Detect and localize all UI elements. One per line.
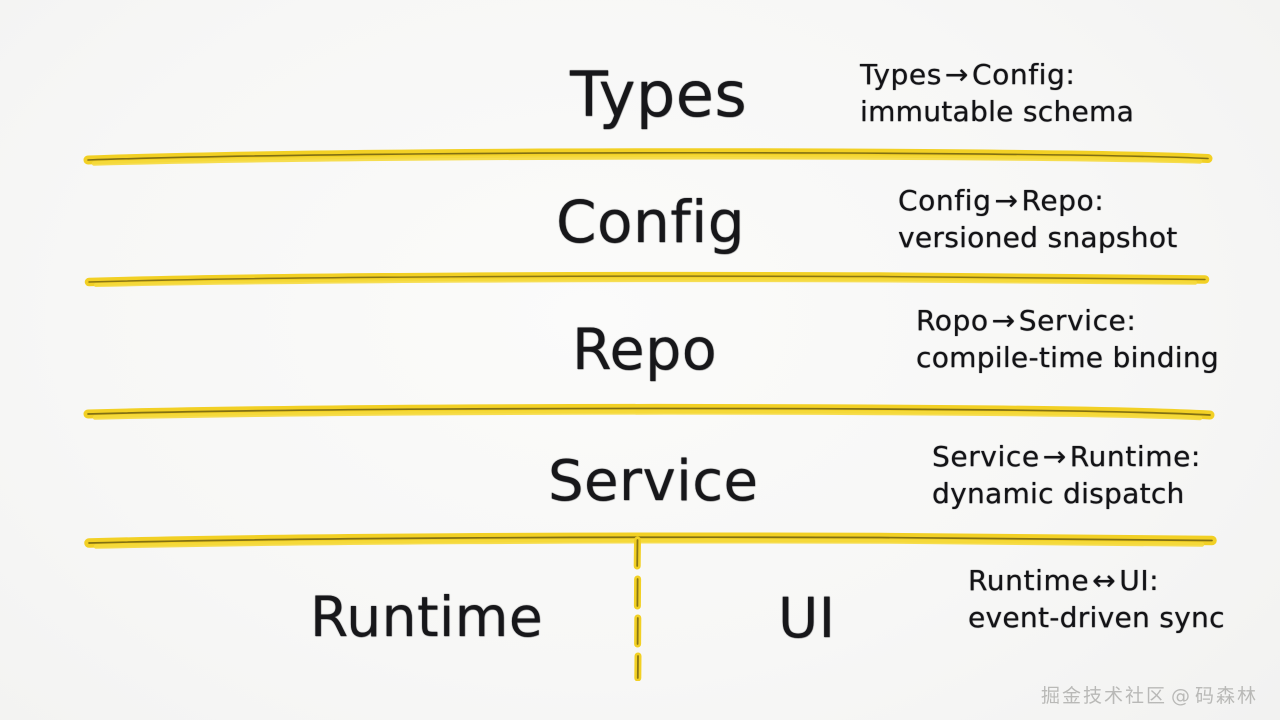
arrow-right-icon: →: [991, 304, 1016, 337]
divider-line-1: [80, 140, 1220, 170]
arrow-right-icon: →: [1042, 440, 1067, 473]
note-from-label: Ropo: [916, 304, 989, 337]
note-to-label: Config:: [971, 58, 1076, 91]
runtime-ui-divider: [625, 536, 651, 681]
note-runtime-to-ui: Runtime↔UI: event-driven sync: [968, 562, 1225, 636]
arrow-bidirectional-icon: ↔: [1092, 564, 1117, 597]
note-service-to-runtime: Service→Runtime: dynamic dispatch: [932, 438, 1201, 512]
note-to-label: Repo:: [1021, 184, 1105, 217]
watermark: 掘金技术社区@码森林: [1041, 681, 1258, 708]
layer-label-types: Types: [570, 58, 748, 131]
watermark-site: 掘金技术社区: [1040, 685, 1167, 707]
note-to-label: UI:: [1119, 564, 1160, 597]
divider-line-3: [80, 396, 1220, 426]
layer-label-config: Config: [556, 188, 746, 256]
watermark-author: 码森林: [1194, 685, 1258, 707]
layer-label-ui: UI: [778, 586, 836, 650]
layer-label-service: Service: [548, 449, 759, 514]
note-from-label: Types: [860, 58, 942, 91]
note-from-label: Service: [932, 440, 1040, 473]
note-types-to-config: Types→Config: immutable schema: [860, 56, 1134, 130]
note-detail: event-driven sync: [968, 601, 1225, 635]
note-to-label: Runtime:: [1069, 440, 1201, 473]
note-to-label: Service:: [1018, 304, 1137, 337]
watermark-at-icon: @: [1170, 685, 1191, 707]
note-repo-to-service: Ropo→Service: compile-time binding: [916, 302, 1219, 376]
note-detail: compile-time binding: [916, 341, 1219, 375]
note-from-label: Config: [898, 184, 992, 217]
note-detail: dynamic dispatch: [932, 477, 1185, 511]
layer-label-runtime: Runtime: [310, 585, 544, 649]
divider-line-2: [80, 263, 1220, 293]
note-detail: versioned snapshot: [898, 221, 1178, 255]
layer-label-repo: Repo: [572, 317, 718, 383]
note-config-to-repo: Config→Repo: versioned snapshot: [898, 182, 1178, 256]
arrow-right-icon: →: [944, 58, 969, 91]
arrow-right-icon: →: [994, 184, 1019, 217]
note-from-label: Runtime: [968, 564, 1090, 597]
note-detail: immutable schema: [860, 95, 1135, 129]
